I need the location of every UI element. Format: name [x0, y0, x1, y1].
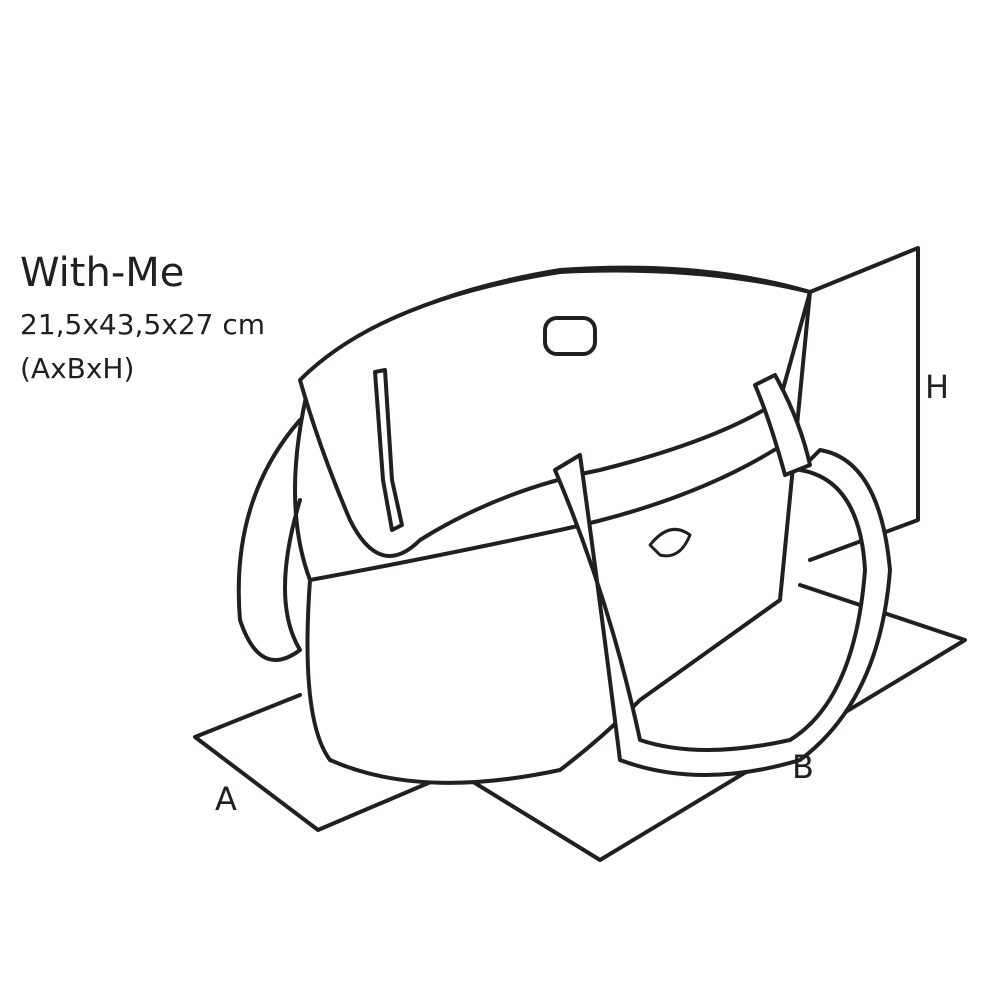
label-h: H — [925, 368, 950, 406]
label-a: A — [215, 780, 237, 818]
front-handle — [553, 448, 892, 777]
product-dimensions: 21,5x43,5x27 cm — [20, 308, 266, 341]
bag-lid — [298, 268, 812, 558]
lock-icon — [543, 316, 597, 356]
handle-strap-back — [753, 373, 812, 477]
back-handle — [236, 418, 302, 662]
zipper-pull — [373, 368, 404, 532]
dimension-plane-a — [193, 693, 442, 832]
label-b: B — [792, 748, 814, 786]
product-name: With-Me — [20, 250, 185, 296]
lid-rim — [308, 438, 792, 582]
dimension-order: (AxBxH) — [20, 352, 135, 385]
logo-icon — [648, 527, 692, 558]
